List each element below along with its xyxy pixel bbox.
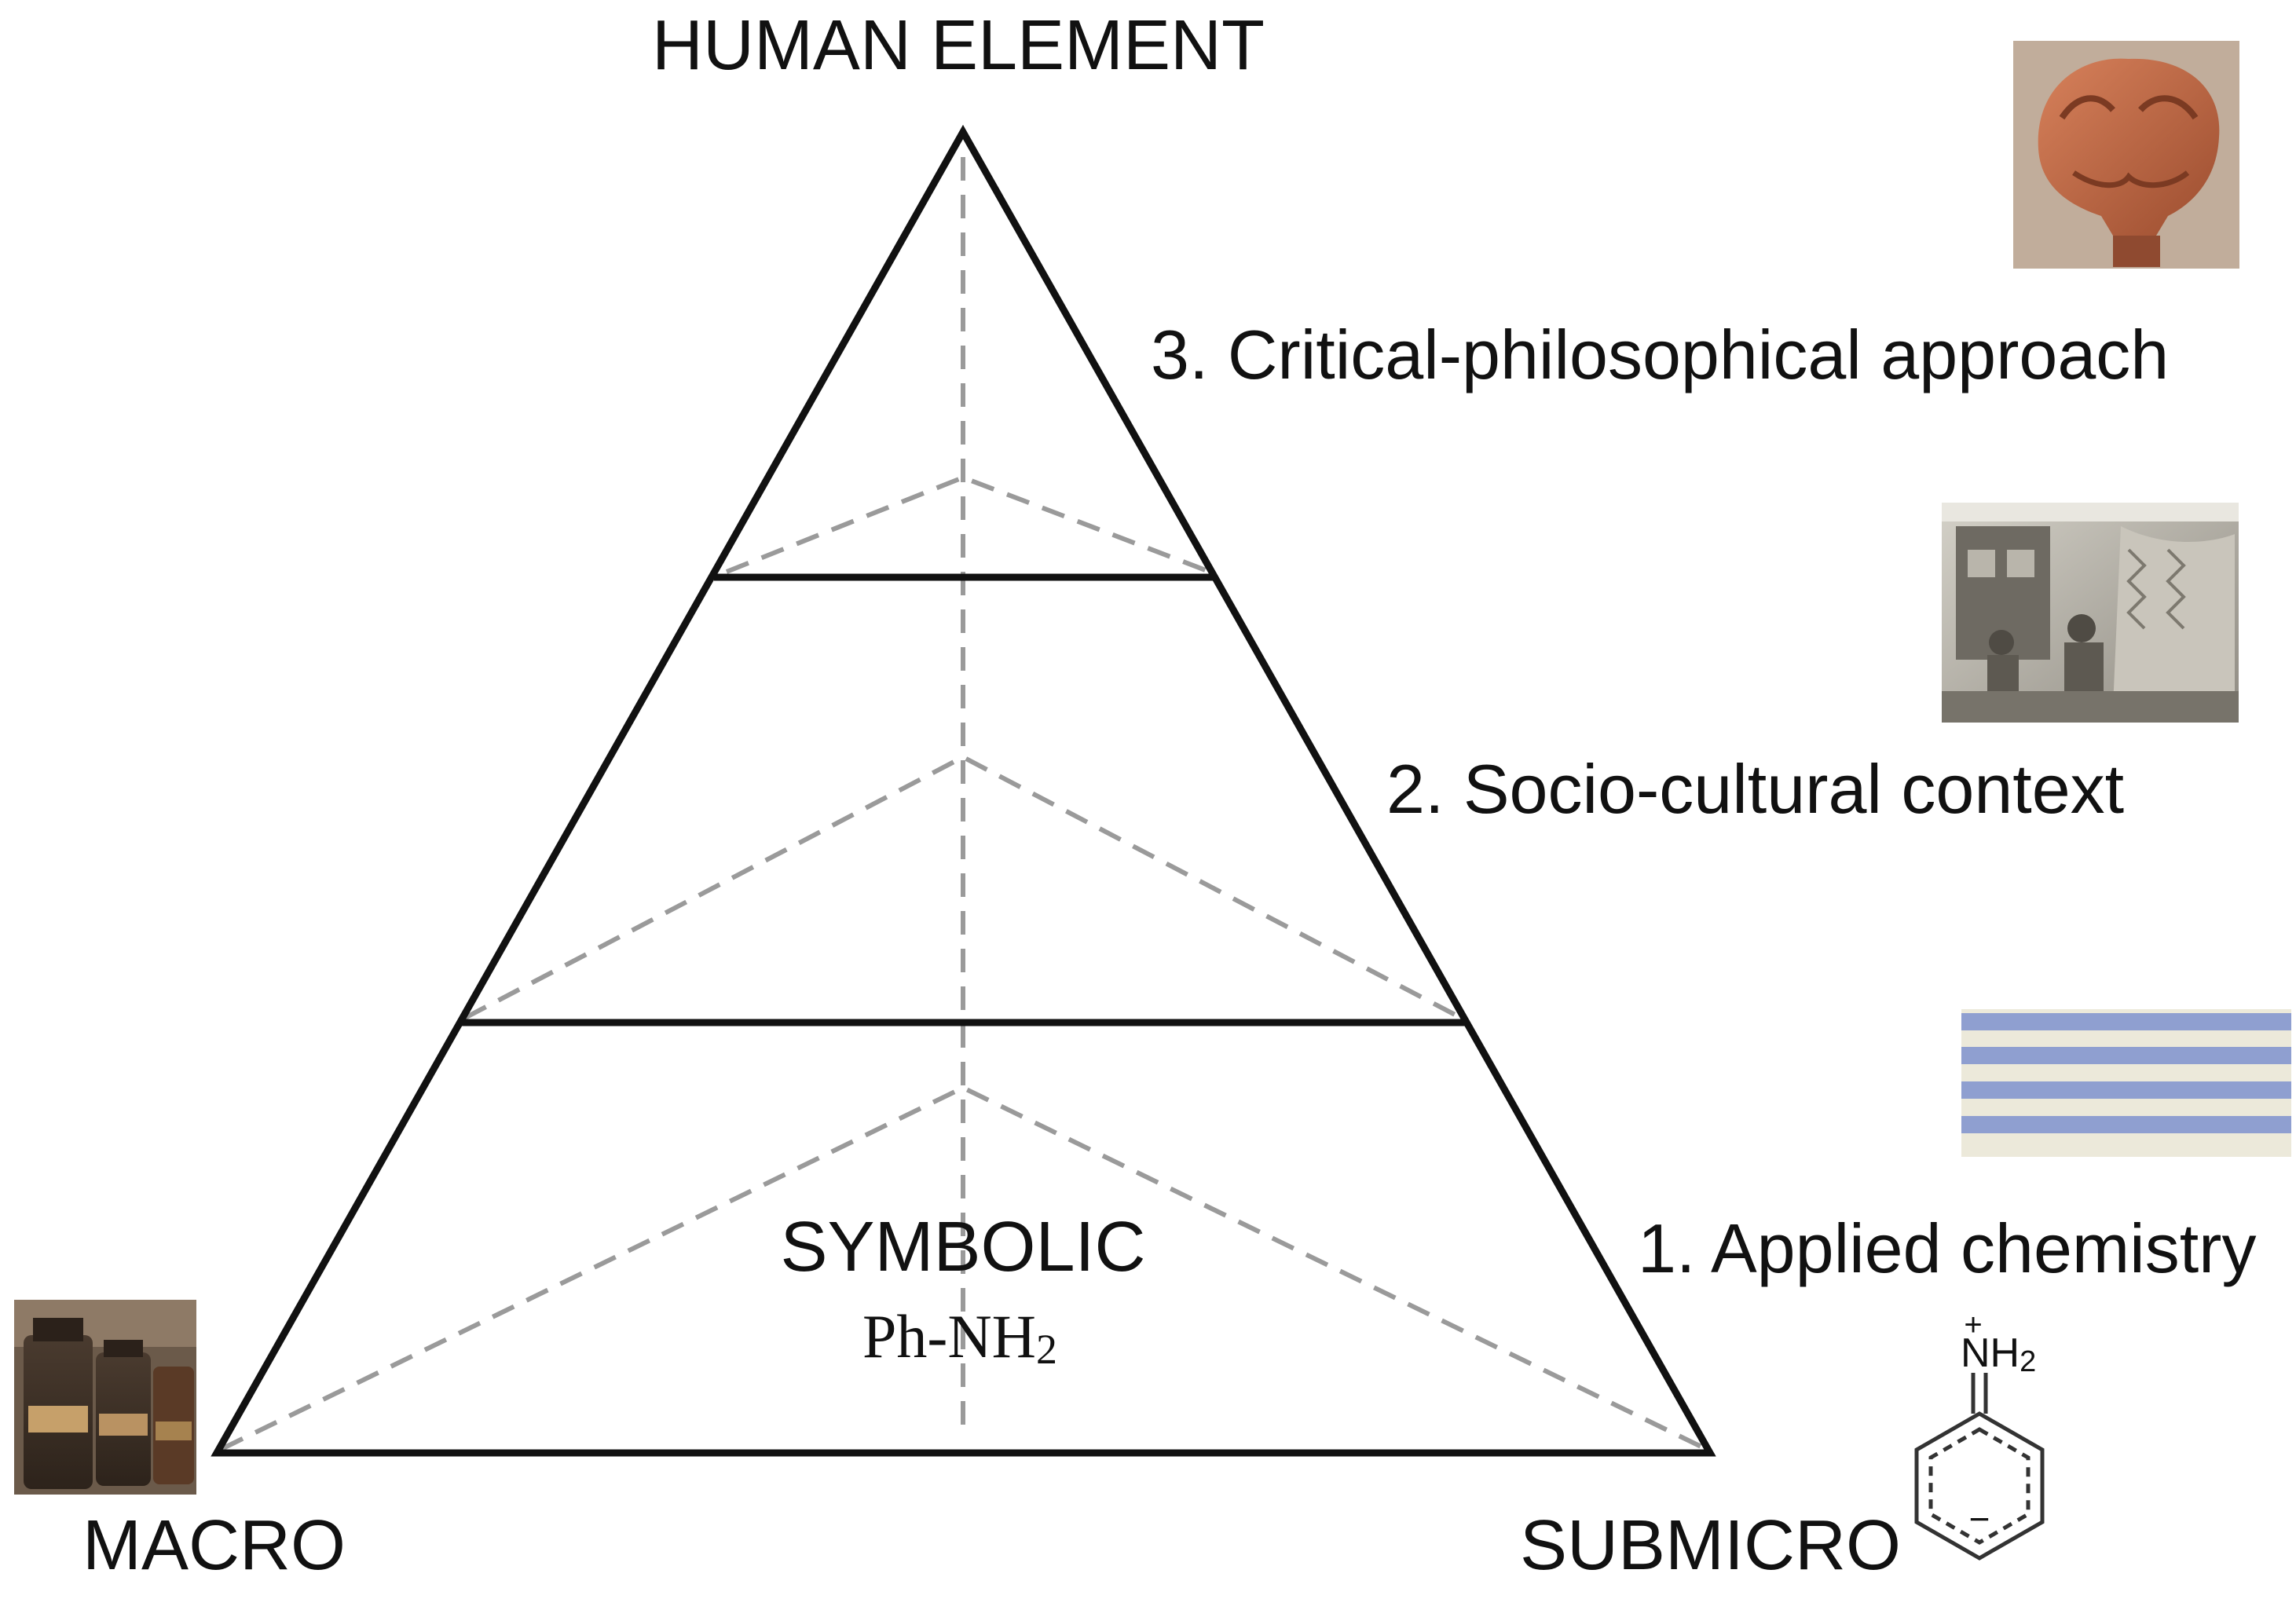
positive-charge-icon: + (1964, 1308, 1982, 1342)
human-element-label: HUMAN ELEMENT (652, 6, 1265, 85)
submicro-label: SUBMICRO (1520, 1506, 1901, 1585)
level-1-label: 1. Applied chemistry (1638, 1209, 2257, 1287)
nh2-subscript: 2 (2020, 1345, 2036, 1378)
dyed-fabric-stripes (1961, 1009, 2291, 1157)
negative-charge-icon: − (1969, 1498, 1990, 1539)
nh2-main: NH (1961, 1330, 2020, 1376)
formula-main: Ph-NH (862, 1302, 1036, 1370)
pyramid-triangle (211, 124, 1716, 1457)
nh2-group-label: NH2 (1961, 1330, 2036, 1378)
level-3-label: 3. Critical-philosophical approach (1151, 316, 2169, 393)
dashed-base-tier (220, 1085, 1708, 1451)
dashed-edges (220, 157, 1708, 1451)
benzene-ring (1914, 1411, 2045, 1561)
terracotta-head-photo (2013, 41, 2239, 269)
symbolic-formula: Ph-NH2 (862, 1302, 1057, 1373)
dashed-top-tier (725, 474, 1211, 574)
level-2-label: 2. Socio-cultural context (1386, 750, 2124, 828)
engraving-carpet-workers (1942, 503, 2239, 723)
symbolic-label: SYMBOLIC (780, 1208, 1145, 1286)
formula-subscript: 2 (1036, 1326, 1057, 1373)
aniline-structure-icon (1914, 1373, 2045, 1561)
pyramid-outline (211, 124, 1716, 1457)
macro-label: MACRO (82, 1506, 346, 1585)
apothecary-bottles-photo (14, 1300, 196, 1495)
benzene-inner-ring (1928, 1427, 2031, 1545)
